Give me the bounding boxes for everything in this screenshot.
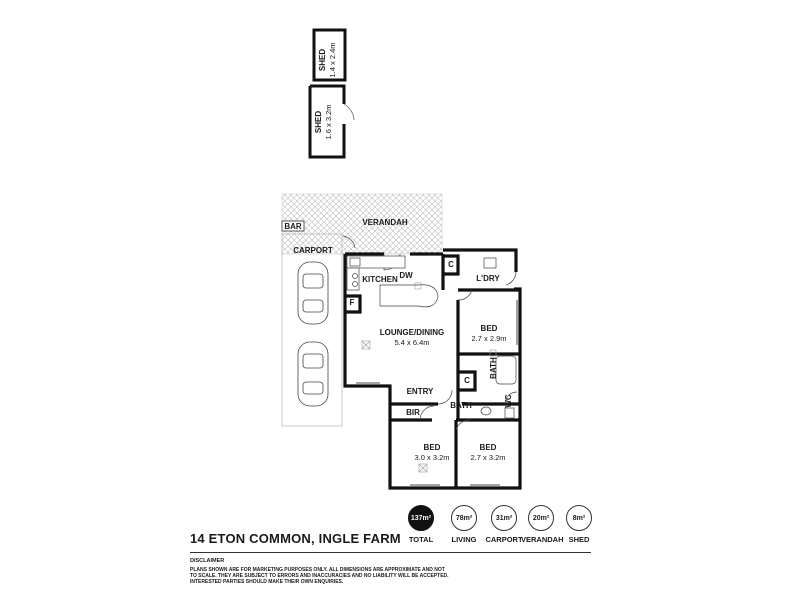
area-carport-circle: 31m² [491,505,517,531]
room-name: LOUNGE/DINING [379,328,445,337]
bed-front-left-label: BED 3.0 x 3.2m [404,443,460,463]
room-dims: 3.0 x 3.2m [414,453,450,462]
room-name: BED [423,443,441,452]
shed-large-walls [308,84,346,159]
bar-counter [281,220,305,232]
bed-front-right-label: BED 2.7 x 3.2m [462,443,514,463]
kitchen-fittings [346,255,439,308]
area-living-circle: 78m² [451,505,477,531]
bath-vertical-label: BATH [489,357,498,379]
lounge-dining-label: LOUNGE/DINING 5.4 x 6.4m [372,328,452,348]
cupboard-laundry-label: C [448,260,454,269]
cupboard-hall-label: C [464,376,470,385]
area-shed-circle: 8m² [566,505,592,531]
room-name: SHED [314,110,323,134]
bathroom-fixtures [480,257,517,419]
kitchen-label: KITCHEN [362,275,398,284]
area-verandah-circle: 20m² [528,505,554,531]
divider [190,552,591,553]
room-dims: 2.7 x 2.9m [471,334,507,343]
windows [356,300,521,486]
property-address: 14 ETON COMMON, INGLE FARM [190,531,401,546]
area-verandah-label: VERANDAH [521,535,564,544]
bir-label: BIR [406,408,420,417]
car-top [297,261,329,325]
room-dims: 1.4 x 2.4m [328,42,337,78]
shed-small-walls [312,28,347,82]
wc-label: WC [504,394,513,408]
carport-label: CARPORT [293,246,333,255]
laundry-label: L'DRY [476,274,500,283]
room-dims: 5.4 x 6.4m [394,338,430,347]
bath-label: BATH [450,401,472,410]
carport-area [281,233,343,427]
bar-label: BAR [284,222,302,231]
door-swings [342,235,518,431]
area-carport-label: CARPORT [485,535,523,544]
entry-label: ENTRY [406,387,434,396]
area-shed-label: SHED [568,535,590,544]
bed-right-label: BED 2.7 x 2.9m [463,324,515,344]
area-living-label: LIVING [451,535,477,544]
room-name: BED [479,443,497,452]
dw-label: DW [399,271,413,280]
room-name: SHED [318,48,327,72]
light-markers [361,282,497,473]
verandah-label: VERANDAH [362,218,408,227]
area-total-circle: 137m² [408,505,434,531]
verandah-area [281,193,443,255]
room-name: BED [480,324,498,333]
disclaimer-text: PLANS SHOWN ARE FOR MARKETING PURPOSES O… [190,567,449,586]
area-total-label: TOTAL [408,535,434,544]
shed-large-label: SHED 1.6 x 3.2m [314,92,334,152]
room-dims: 1.6 x 3.2m [324,104,333,140]
car-bottom [297,341,329,407]
disclaimer-title: DISCLAIMER [190,558,225,564]
shed-small-label: SHED 1.4 x 2.4m [318,30,338,90]
fridge-label: F [349,298,355,307]
room-dims: 2.7 x 3.2m [470,453,506,462]
shed-door-arc [343,103,355,121]
